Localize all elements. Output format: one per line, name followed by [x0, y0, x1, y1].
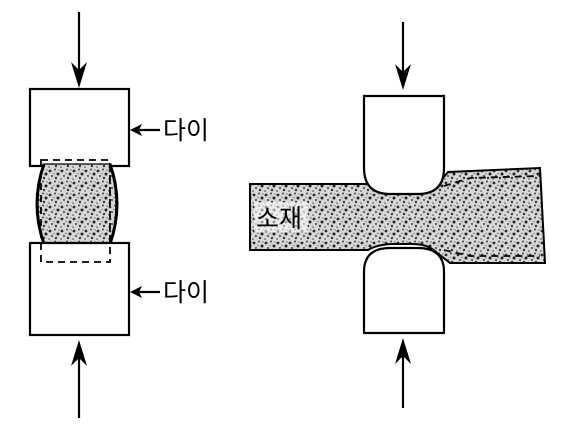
bottom-force-arrow-left [71, 340, 87, 418]
lower-punch [362, 246, 446, 335]
flow-line-top [443, 175, 541, 187]
original-workpiece-outline [40, 159, 111, 263]
right-forging-diagram: 소재 [249, 22, 547, 408]
die-label-bottom: 다이 [163, 278, 209, 307]
workpiece-label: 소재 [256, 204, 302, 233]
die-pointer-bottom [130, 286, 160, 298]
left-upsetting-diagram: 다이 다이 [28, 12, 209, 418]
upper-die-left [28, 87, 131, 168]
top-force-arrow-right [395, 22, 411, 90]
die-pointer-top [130, 124, 160, 136]
die-label-top: 다이 [163, 116, 209, 145]
upper-punch [362, 94, 446, 196]
lower-die-left [28, 241, 131, 337]
top-force-arrow-left [71, 12, 87, 88]
bottom-force-arrow-right [395, 338, 411, 408]
flow-line-bottom [443, 249, 540, 257]
workpiece-left [37, 163, 117, 245]
